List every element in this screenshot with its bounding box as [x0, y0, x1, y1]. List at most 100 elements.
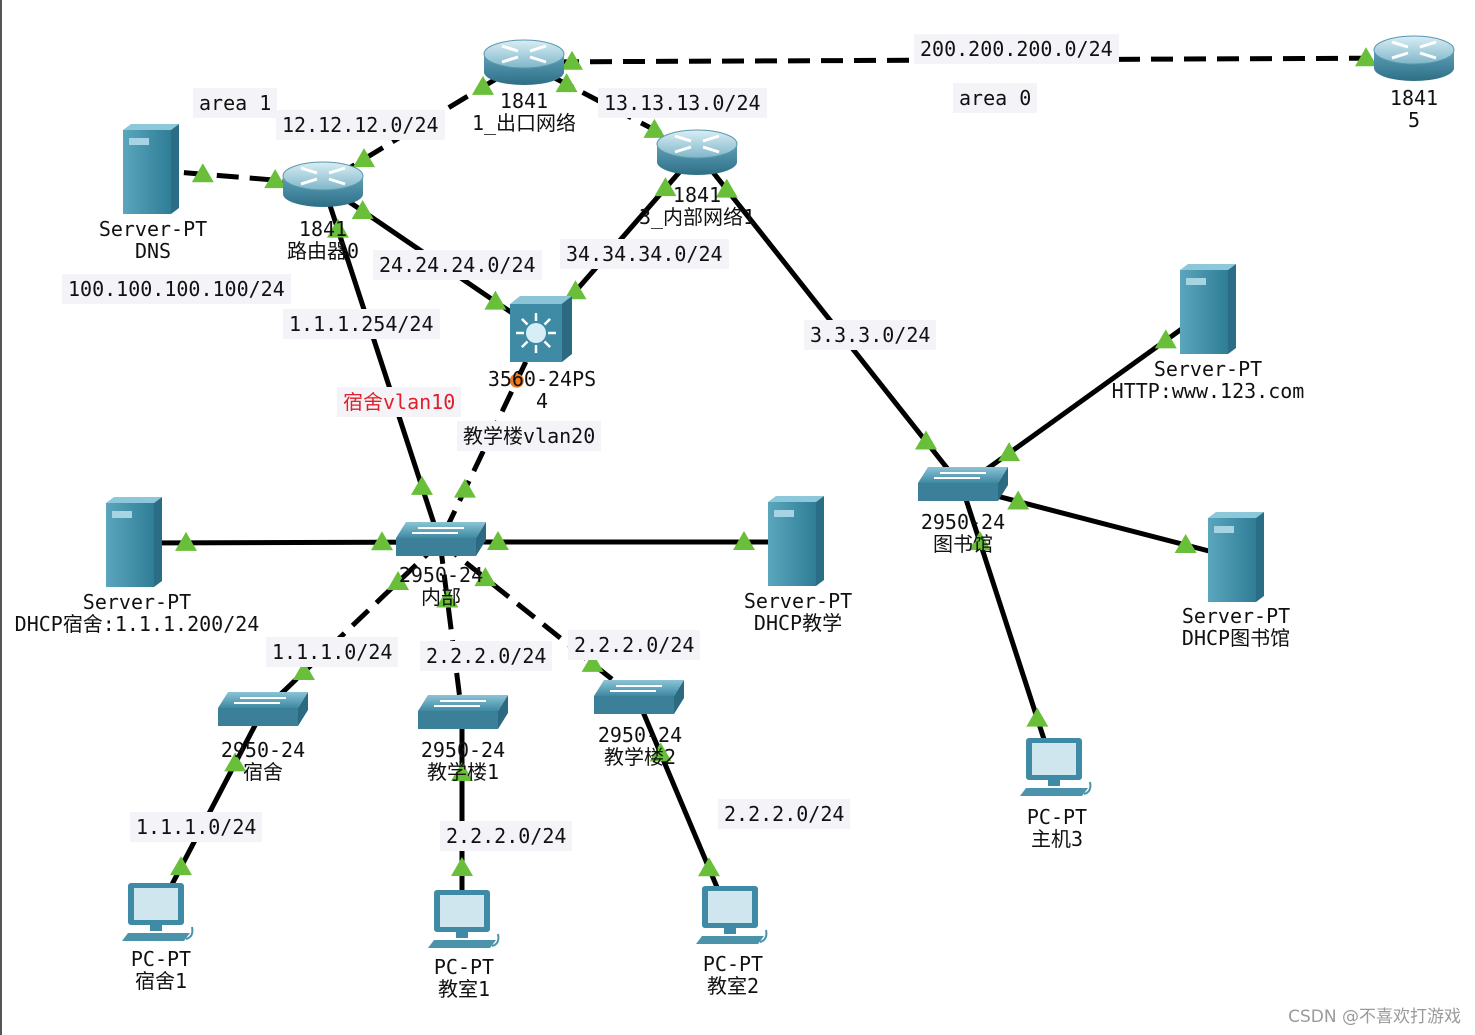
- link-sw-in-sw-t1[interactable]: [437, 541, 465, 716]
- switch-sw-in-icon[interactable]: [396, 522, 486, 556]
- dhcp-dorm-label: Server-PT DHCP宿舍:1.1.1.200/24: [15, 591, 260, 635]
- link-status-sw-lib-pc3-b: [1026, 707, 1049, 727]
- switch-dorm-model: 2950-24: [220, 738, 306, 762]
- note-net-100[interactable]: 100.100.100.100/24: [62, 274, 291, 304]
- link-sw-in-sw-dorm[interactable]: [260, 540, 442, 714]
- link-status-sw-dorm-pc-dorm-b: [169, 856, 192, 876]
- note-net-2-c[interactable]: 2.2.2.0/24: [440, 821, 573, 851]
- router-3-model: 1841: [672, 183, 722, 207]
- link-status-ms-sw-in-a: [509, 373, 524, 388]
- note-area1[interactable]: area 1: [193, 88, 278, 118]
- link-status-sw-in-dhcp-teach-a: [487, 531, 509, 550]
- router-5-label: 1841 5: [1390, 87, 1438, 131]
- switch-internal-label: 2950-24 内部: [399, 564, 483, 608]
- dhcp-dorm-name: DHCP宿舍:1.1.1.200/24: [14, 612, 260, 636]
- link-r3-sw-lib[interactable]: [695, 150, 964, 489]
- link-sw-t2-pc-c2[interactable]: [635, 699, 733, 919]
- link-status-sw-dorm-pc-dorm-a: [224, 752, 247, 772]
- switch-library-name: 图书馆: [932, 532, 993, 556]
- link-status-r1-r3-a: [555, 73, 578, 93]
- router-r1-icon[interactable]: [483, 39, 565, 85]
- link-status-sw-t2-pc-c2-a: [649, 742, 672, 762]
- switch-teach2-label: 2950-24 教学楼2: [598, 724, 682, 768]
- link-status-sw-lib-http-a: [998, 442, 1021, 462]
- link-status-sw-t2-pc-c2-b: [698, 857, 721, 877]
- link-status-r1-r5-a: [560, 50, 583, 70]
- pc-classroom1-label: PC-PT 教室1: [434, 956, 494, 1000]
- router-3-name: 3_内部网络1: [638, 205, 756, 229]
- pc-pc3-icon[interactable]: [1020, 738, 1092, 796]
- multilayer-switch-model: 3560-24PS: [487, 367, 597, 391]
- note-net-1-254[interactable]: 1.1.1.254/24: [283, 309, 440, 339]
- note-net-3[interactable]: 3.3.3.0/24: [804, 320, 937, 350]
- server-http-icon[interactable]: [1180, 264, 1236, 354]
- link-status-r3-ms-b: [564, 280, 587, 300]
- router-0-label: 1841 路由器0: [287, 218, 359, 262]
- pc-pc-c1-icon[interactable]: [428, 890, 500, 948]
- switch-sw-dorm-icon[interactable]: [218, 692, 308, 726]
- pc-pc-dorm-icon[interactable]: [122, 883, 194, 941]
- dhcp-teach-name: DHCP教学: [753, 611, 843, 635]
- link-sw-in-sw-t2[interactable]: [438, 540, 640, 702]
- link-status-r0-ms-a: [351, 200, 374, 220]
- note-area0[interactable]: area 0: [953, 83, 1038, 113]
- server-dhcp-lib-icon[interactable]: [1208, 512, 1264, 602]
- link-status-dns-r0-a: [191, 163, 214, 183]
- pc-classroom1-name: 教室1: [437, 977, 491, 1001]
- link-status-sw-in-sw-t2-b: [581, 652, 604, 672]
- switch-dorm-name: 宿舍: [242, 760, 283, 784]
- server-dhcp-dorm-icon[interactable]: [106, 497, 162, 587]
- switch-teach1-name: 教学楼1: [426, 760, 500, 784]
- pc-host3-label: PC-PT 主机3: [1027, 806, 1087, 850]
- note-net-1-b[interactable]: 1.1.1.0/24: [130, 812, 263, 842]
- note-net-13[interactable]: 13.13.13.0/24: [598, 88, 767, 118]
- window-border: [0, 0, 2, 1035]
- link-status-r0-sw-in-a: [326, 218, 349, 238]
- note-net-200[interactable]: 200.200.200.0/24: [914, 34, 1119, 64]
- link-status-sw-in-sw-t2-a: [474, 567, 497, 587]
- server-dns-icon[interactable]: [123, 124, 179, 214]
- link-status-sw-in-sw-dorm-a: [387, 571, 410, 591]
- dhcp-library-label: Server-PT DHCP图书馆: [1182, 605, 1290, 649]
- link-status-sw-in-sw-t1-a: [436, 588, 459, 608]
- note-net-24[interactable]: 24.24.24.0/24: [373, 250, 542, 280]
- note-net-1-a[interactable]: 1.1.1.0/24: [266, 637, 399, 667]
- note-net-2-d[interactable]: 2.2.2.0/24: [718, 799, 851, 829]
- router-r5-icon[interactable]: [1373, 35, 1455, 81]
- router-1-label: 1841 1_出口网络: [472, 90, 576, 134]
- switch-teach2-model: 2950-24: [597, 723, 683, 747]
- link-status-sw-in-dhcp-dorm-b: [174, 531, 197, 551]
- switch-sw-lib-icon[interactable]: [918, 467, 1008, 501]
- note-net-34[interactable]: 34.34.34.0/24: [560, 239, 729, 269]
- link-status-sw-in-dhcp-dorm-a: [371, 531, 394, 551]
- note-net-2-a[interactable]: 2.2.2.0/24: [420, 641, 553, 671]
- note-vlan20[interactable]: 教学楼vlan20: [457, 421, 602, 451]
- pc-classroom1-model: PC-PT: [433, 955, 495, 979]
- pc-host3-name: 主机3: [1030, 827, 1084, 851]
- pc-dorm-label: PC-PT 宿舍1: [131, 948, 191, 992]
- pc-dorm-name: 宿舍1: [134, 969, 188, 993]
- note-vlan10[interactable]: 宿舍vlan10: [337, 387, 462, 417]
- router-5-model: 1841: [1389, 86, 1439, 110]
- http-server-model: Server-PT: [1153, 357, 1263, 381]
- note-net-2-b[interactable]: 2.2.2.0/24: [568, 630, 701, 660]
- pc-classroom2-model: PC-PT: [702, 952, 764, 976]
- router-r3-icon[interactable]: [656, 129, 738, 175]
- note-net-12[interactable]: 12.12.12.0/24: [276, 110, 445, 140]
- link-status-r1-r0-b: [353, 148, 376, 168]
- switch-internal-model: 2950-24: [398, 563, 484, 587]
- link-status-r3-ms-a: [654, 177, 677, 197]
- link-status-r3-sw-lib-a: [715, 178, 738, 198]
- http-server-name: HTTP:www.123.com: [1111, 379, 1305, 403]
- switch-sw-t2-icon[interactable]: [594, 680, 684, 714]
- http-server-label: Server-PT HTTP:www.123.com: [1112, 358, 1305, 402]
- switch-internal-name: 内部: [420, 585, 461, 609]
- server-dhcp-teach-icon[interactable]: [768, 496, 824, 586]
- watermark: CSDN @不喜欢打游戏: [1288, 1007, 1461, 1027]
- pc-pc-c2-icon[interactable]: [696, 886, 768, 944]
- switch-sw-t1-icon[interactable]: [418, 695, 508, 729]
- router-r0-icon[interactable]: [282, 161, 364, 207]
- multilayer-switch-ms-icon[interactable]: [510, 296, 572, 362]
